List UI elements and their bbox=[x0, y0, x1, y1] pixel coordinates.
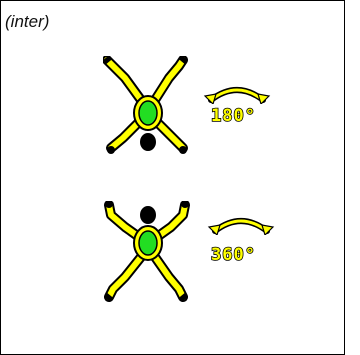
figure-180: 180° bbox=[103, 56, 283, 166]
diagram-panel: (inter) bbox=[0, 0, 345, 355]
rotation-degree-label: 360° bbox=[210, 244, 256, 266]
rotation-arrow-icon bbox=[207, 218, 275, 235]
category-label: (inter) bbox=[5, 12, 50, 31]
skydiver-figure-icon bbox=[103, 56, 188, 154]
rotation-arrow-icon bbox=[203, 87, 271, 104]
skydiver-figure-icon bbox=[104, 201, 190, 302]
rotation-degree-label: 180° bbox=[210, 105, 256, 127]
figure-360: 360° bbox=[103, 201, 283, 311]
